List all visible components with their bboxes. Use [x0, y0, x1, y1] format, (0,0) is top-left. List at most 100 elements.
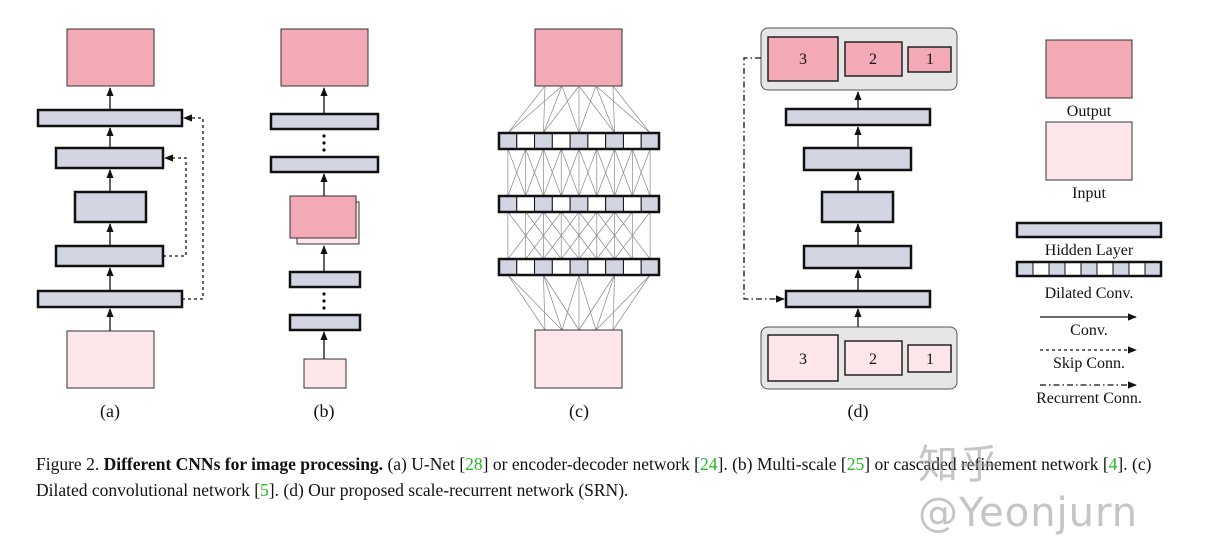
dilated-layer-border [497, 194, 661, 214]
connection-line [578, 211, 615, 260]
dilated-cell [551, 132, 571, 150]
connection-line [578, 85, 597, 134]
caption-figure-label: Figure 2. [36, 454, 100, 474]
caption-text: ] or cascaded refinement network [ [864, 454, 1109, 474]
connection-line [614, 211, 651, 260]
connection-line [614, 148, 633, 197]
connection-line [543, 85, 546, 134]
dilated-cell [1016, 261, 1034, 277]
legend: Output Input Hidden Layer Dilated Conv. … [1015, 39, 1163, 407]
dilated-cell [1032, 261, 1050, 277]
connection-line [507, 148, 526, 197]
connection-line [525, 211, 562, 260]
dilated-cell [498, 258, 518, 276]
caption-title: Different CNNs for image processing. [103, 454, 384, 474]
connection-line [543, 274, 580, 331]
caption-text: ]. (d) Our proposed scale-recurrent netw… [268, 480, 629, 500]
scale-label: 1 [926, 51, 934, 68]
scale-label: 1 [926, 351, 934, 368]
connection-line [507, 85, 546, 134]
hidden-layer [784, 289, 932, 309]
legend-output-label: Output [1067, 103, 1112, 120]
connection-line [612, 85, 615, 134]
panel-label: (a) [100, 401, 120, 422]
dilated-cell [551, 195, 571, 213]
caption-text: (a) U-Net [ [383, 454, 466, 474]
stacked-intermediate-front [289, 195, 357, 239]
hidden-layer [784, 107, 932, 127]
dilated-cell [640, 195, 660, 213]
input-scale-3 [767, 334, 839, 382]
dilated-cell [1048, 261, 1066, 277]
output-scale-1 [907, 46, 952, 73]
dilated-cell [640, 132, 660, 150]
citation-link[interactable]: 28 [465, 454, 483, 474]
dilated-cell [569, 195, 589, 213]
citation-link[interactable]: 25 [846, 454, 865, 474]
connection-line [543, 148, 562, 197]
dilated-cell [1064, 261, 1082, 277]
dilated-cell [587, 132, 607, 150]
dilated-cell [587, 195, 607, 213]
dilated-cell [1080, 261, 1098, 277]
citation-link[interactable]: 5 [260, 480, 269, 500]
connection-line [561, 85, 580, 134]
legend-dilated-label: Dilated Conv. [1045, 285, 1134, 302]
connection-line [543, 85, 580, 134]
connection-line [507, 274, 546, 331]
legend-input-swatch [1045, 121, 1133, 181]
connection-line [595, 274, 615, 331]
hidden-layer [802, 146, 913, 172]
connection-line [507, 274, 563, 331]
dilated-cell [1112, 261, 1130, 277]
caption-text: ]. (b) Multi-scale [ [717, 454, 847, 474]
connection-line [596, 211, 633, 260]
connection-line [595, 85, 615, 134]
connection-line [612, 274, 615, 331]
dilated-cell [605, 258, 624, 276]
connection-line [578, 274, 597, 331]
dilated-cell [587, 258, 607, 276]
dilated-cell [516, 132, 536, 150]
dilated-cell [1144, 261, 1162, 277]
dilated-cell [534, 258, 553, 276]
panel-c: (c) [497, 28, 661, 422]
connection-line [578, 274, 615, 331]
legend-skip-label: Skip Conn. [1053, 355, 1125, 372]
panel-label: (d) [848, 401, 869, 422]
hidden-layer [802, 244, 913, 270]
citation-link[interactable]: 24 [700, 454, 718, 474]
dilated-cell [498, 132, 518, 150]
output-scale-2 [844, 41, 903, 77]
scale-label: 2 [869, 351, 877, 368]
connection-line [507, 211, 544, 260]
connection-line [525, 148, 544, 197]
connection-line [596, 148, 615, 197]
citation-link[interactable]: 4 [1108, 454, 1118, 474]
hidden-layer [820, 190, 895, 224]
hidden-layer [54, 244, 165, 268]
connection-line [612, 85, 651, 134]
hidden-layer [36, 108, 184, 128]
legend-input-label: Input [1072, 185, 1106, 202]
connection-line [560, 148, 580, 197]
connection-line [543, 274, 563, 331]
dilated-cell [551, 258, 571, 276]
dilated-cell [640, 258, 660, 276]
connection-line [578, 148, 598, 197]
hidden-layer [269, 155, 380, 174]
hidden-layer [288, 270, 362, 289]
dilated-cell [622, 132, 642, 150]
connection-line [561, 274, 580, 331]
input-scale-2 [844, 340, 903, 376]
hidden-layer [73, 190, 148, 224]
scale-label: 2 [869, 51, 877, 68]
panel-label: (c) [569, 401, 589, 422]
connection-line [507, 85, 563, 134]
output-block [280, 28, 369, 87]
input-block [303, 358, 347, 389]
connection-line [632, 148, 651, 197]
dilated-cell [622, 195, 642, 213]
hidden-layer [36, 289, 184, 309]
hidden-layer [269, 112, 380, 131]
